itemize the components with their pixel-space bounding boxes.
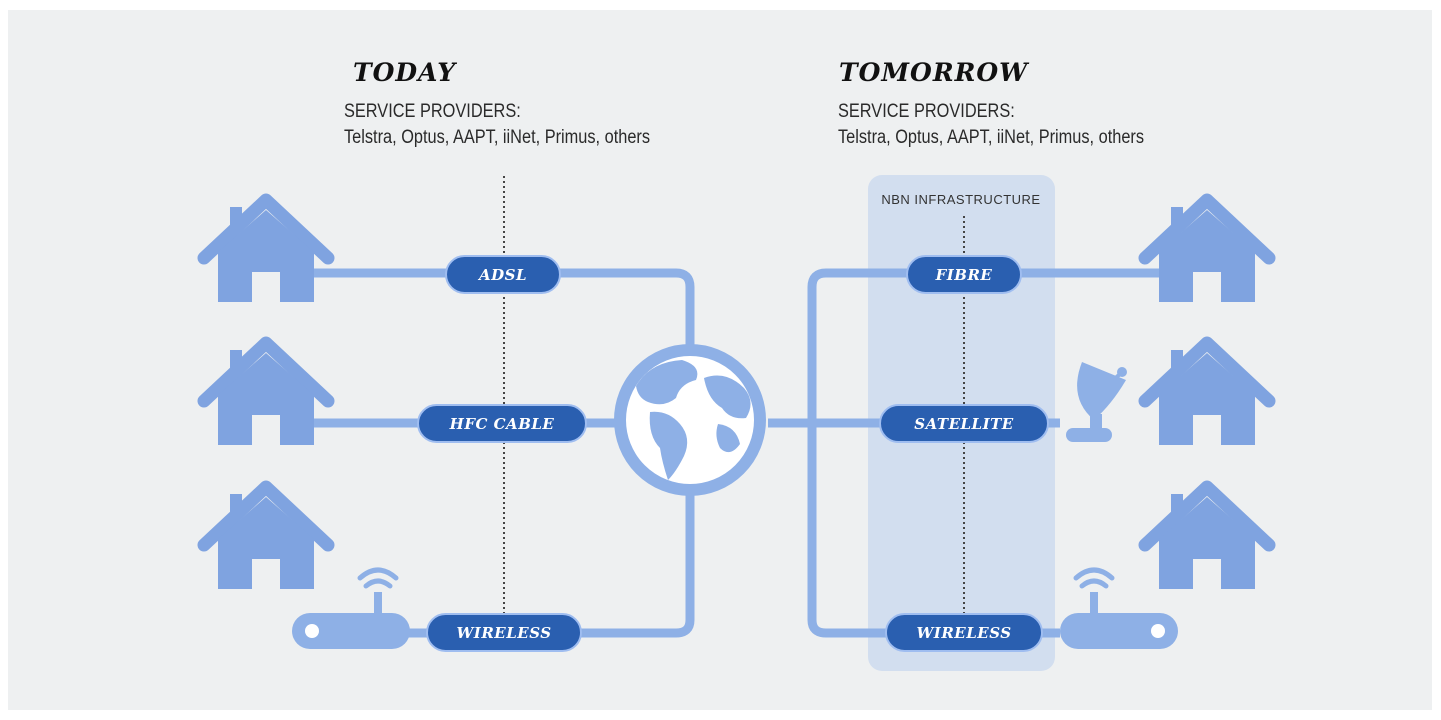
today-providers-list: Telstra, Optus, AAPT, iiNet, Primus, oth… — [344, 127, 651, 148]
wireless-connection-tomorrow: WIRELESS — [885, 613, 1043, 652]
satellite-connection: SATELLITE — [879, 404, 1049, 443]
router-icon — [1060, 567, 1178, 649]
adsl-label: ADSL — [477, 266, 527, 284]
tomorrow-providers-list: Telstra, Optus, AAPT, iiNet, Primus, oth… — [838, 127, 1145, 148]
nbn-infrastructure-label: NBN INFRASTRUCTURE — [881, 192, 1040, 207]
wireless-connection-today: WIRELESS — [426, 613, 582, 652]
fibre-connection: FIBRE — [906, 255, 1022, 294]
house-icon — [1145, 343, 1269, 445]
adsl-connection: ADSL — [445, 255, 561, 294]
globe-icon — [614, 344, 766, 496]
house-icon — [204, 200, 328, 302]
tomorrow-title: TOMORROW — [839, 58, 1029, 87]
house-icon — [1145, 200, 1269, 302]
hfc-cable-connection: HFC CABLE — [417, 404, 587, 443]
house-icon — [204, 343, 328, 445]
fibre-label: FIBRE — [935, 266, 993, 284]
hfc-cable-label: HFC CABLE — [449, 415, 555, 433]
tomorrow-providers-label: SERVICE PROVIDERS: — [838, 101, 1015, 122]
today-providers-label: SERVICE PROVIDERS: — [344, 101, 521, 122]
house-icon — [204, 487, 328, 589]
today-title: TODAY — [353, 58, 457, 87]
house-icon — [1145, 487, 1269, 589]
satellite-label: SATELLITE — [914, 415, 1014, 433]
wireless-label-tomorrow: WIRELESS — [916, 624, 1011, 642]
router-icon — [292, 567, 410, 649]
satellite-dish-icon — [1066, 362, 1127, 442]
wireless-label-today: WIRELESS — [456, 624, 551, 642]
